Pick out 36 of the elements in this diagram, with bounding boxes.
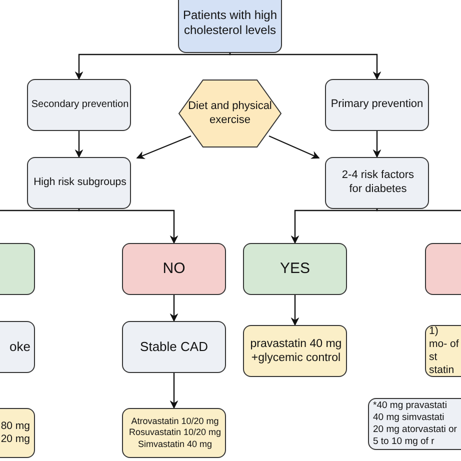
arrow xyxy=(74,131,84,158)
box-label: 80 mg 20 mg xyxy=(0,420,30,446)
box-label: Stable CAD xyxy=(140,338,208,356)
arrow xyxy=(229,52,382,80)
process-box xyxy=(27,157,131,209)
process-box xyxy=(243,243,347,295)
arrow xyxy=(268,135,320,159)
arrow xyxy=(170,295,178,322)
process-box xyxy=(27,79,131,131)
box-label: YES xyxy=(280,260,310,278)
box-label: pravastatin 40 mg +glycemic control xyxy=(249,336,343,366)
arrow xyxy=(136,135,192,160)
box-label: 1) mo- of st statin xyxy=(429,324,459,378)
process-box xyxy=(122,243,226,295)
box-label: Primary prevention xyxy=(330,98,424,112)
process-box xyxy=(325,79,429,131)
box-label: High risk subgroups xyxy=(34,176,126,190)
box-label: NO xyxy=(162,260,186,278)
box-label: Atrovastatin 10/20 mg Rosuvastatin 10/20 mg Simvastatin 40 mg xyxy=(128,416,222,450)
box-label: *40 mg pravastati 40 mg simvastati 20 mg atorvastati or 5 to 10 mg of r xyxy=(373,400,457,448)
arrow xyxy=(170,373,178,409)
process-box xyxy=(178,0,282,53)
process-box xyxy=(122,408,226,458)
arrow xyxy=(290,295,300,326)
box-label: oke xyxy=(10,338,30,356)
process-box xyxy=(122,321,226,373)
arrow xyxy=(290,209,378,244)
arrow xyxy=(78,209,178,244)
arrow xyxy=(74,52,231,80)
process-box xyxy=(325,157,429,209)
box-label: Diet and physical exercise xyxy=(187,100,273,128)
process-box xyxy=(243,325,347,377)
box-label: 2-4 risk factors for diabetes xyxy=(340,169,416,197)
box-label: Secondary prevention xyxy=(31,98,129,112)
arrow xyxy=(372,131,382,158)
box-label: Patients with high cholesterol levels xyxy=(182,8,278,38)
